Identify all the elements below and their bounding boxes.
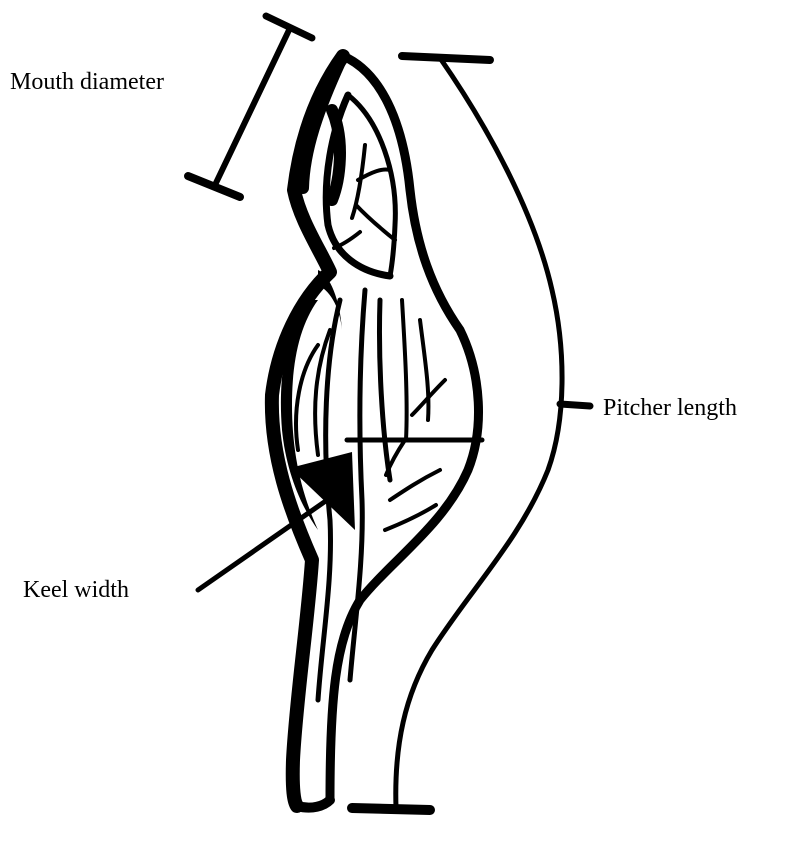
mouth-diameter-label: Mouth diameter	[10, 70, 164, 94]
keel-width-label: Keel width	[23, 578, 129, 602]
pitcher-length-label: Pitcher length	[603, 396, 737, 420]
